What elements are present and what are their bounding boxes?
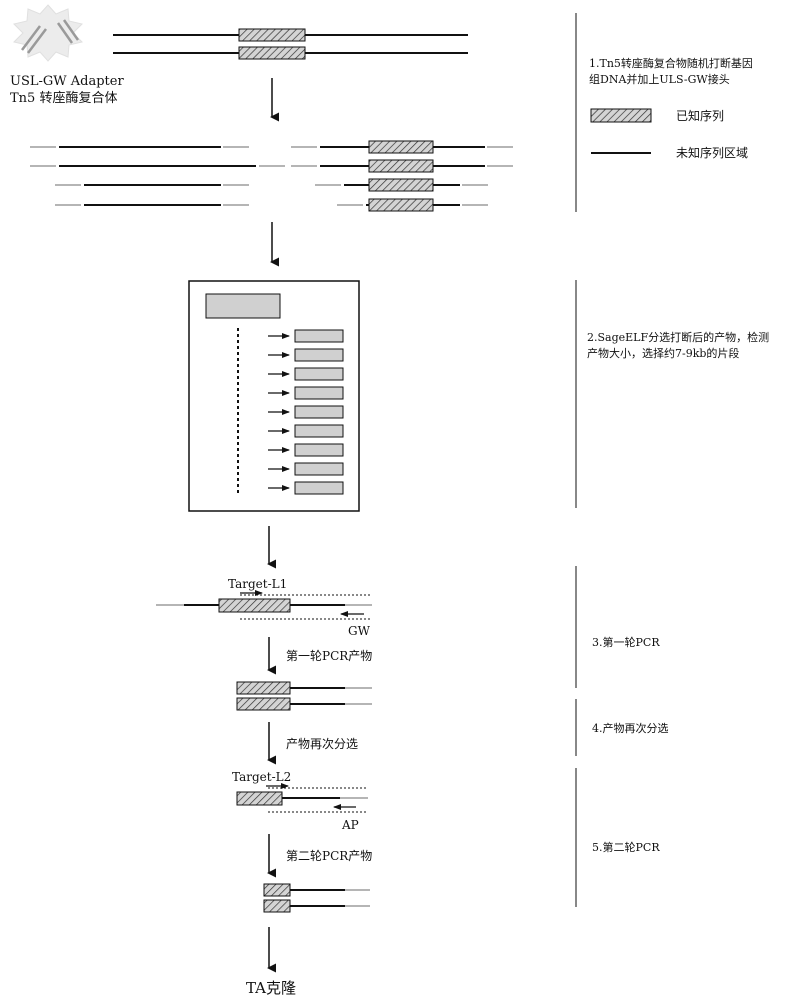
elution-well [294, 386, 344, 400]
primer-l1-label: Target-L1 [228, 577, 287, 591]
primer-gw-label: GW [348, 624, 371, 638]
elution-well [294, 462, 344, 476]
elution-wells [268, 329, 344, 495]
sample-well [205, 293, 281, 319]
step-5-text: 5.第二轮PCR [592, 840, 660, 854]
step-1-text-line2: 组DNA并加上ULS-GW接头 [589, 72, 730, 86]
genomic-dna [113, 28, 468, 60]
pcr2-product-label: 第二轮PCR产物 [286, 849, 372, 863]
pcr2-products [263, 883, 370, 913]
reselect-label: 产物再次分选 [286, 737, 358, 751]
legend-known-label: 已知序列 [676, 108, 724, 123]
tn5-complex-icon [13, 4, 83, 62]
pcr1-template [156, 590, 372, 620]
adapter-label: USL-GW Adapter [10, 74, 124, 89]
primer-ap-label: AP [341, 818, 359, 832]
pcr1-products [236, 681, 372, 711]
elution-well [294, 443, 344, 457]
legend: 已知序列 未知序列区域 [590, 108, 748, 160]
step-2-text-line2: 产物大小，选择约7-9kb的片段 [587, 346, 739, 360]
elution-well [294, 329, 344, 343]
elution-well [294, 367, 344, 381]
elution-well [294, 481, 344, 495]
step-3-text: 3.第一轮PCR [592, 635, 660, 649]
primer-l2-label: Target-L2 [232, 770, 291, 784]
fragments [30, 140, 513, 212]
step-2-text-line1: 2.SageELF分选打断后的产物，检测 [587, 330, 769, 344]
elution-well [294, 405, 344, 419]
tn5-complex-label: Tn5 转座酶复合体 [10, 90, 117, 106]
legend-known-swatch [590, 108, 652, 123]
elution-well [294, 424, 344, 438]
pcr2-template [236, 783, 368, 813]
step-1-text-line1: 1.Tn5转座酶复合物随机打断基因 [589, 56, 753, 70]
legend-unknown-label: 未知序列区域 [676, 145, 748, 160]
pcr1-product-label: 第一轮PCR产物 [286, 649, 372, 663]
ta-clone-label: TA克隆 [246, 979, 296, 997]
elution-well [294, 348, 344, 362]
step-4-text: 4.产物再次分选 [592, 721, 669, 735]
sageelf-panel [188, 280, 360, 512]
